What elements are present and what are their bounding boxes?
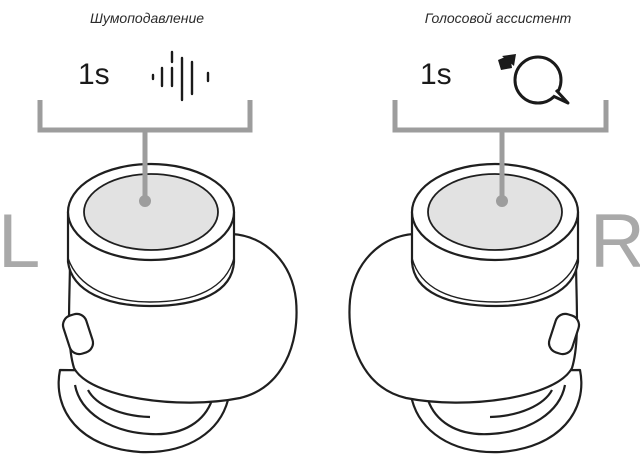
right-earbud (348, 162, 583, 454)
sound-wave-icon (151, 50, 210, 102)
right-duration: 1s (420, 58, 452, 91)
right-side-button (547, 312, 581, 356)
left-earbud (57, 162, 298, 454)
left-touch-point (139, 195, 151, 207)
left-touchpad (83, 173, 219, 251)
left-caption: Шумоподавление (89, 10, 205, 26)
left-bracket (37, 100, 253, 200)
voice-assistant-icon (498, 54, 570, 105)
left-side-button (61, 312, 95, 356)
right-touchpad (427, 173, 563, 251)
right-bracket (392, 100, 609, 200)
right-side-label: R (590, 199, 640, 284)
right-touch-point (496, 195, 508, 207)
right-caption: Голосовой ассистент (424, 10, 572, 26)
left-side-label: L (0, 199, 41, 284)
left-duration: 1s (78, 58, 110, 91)
